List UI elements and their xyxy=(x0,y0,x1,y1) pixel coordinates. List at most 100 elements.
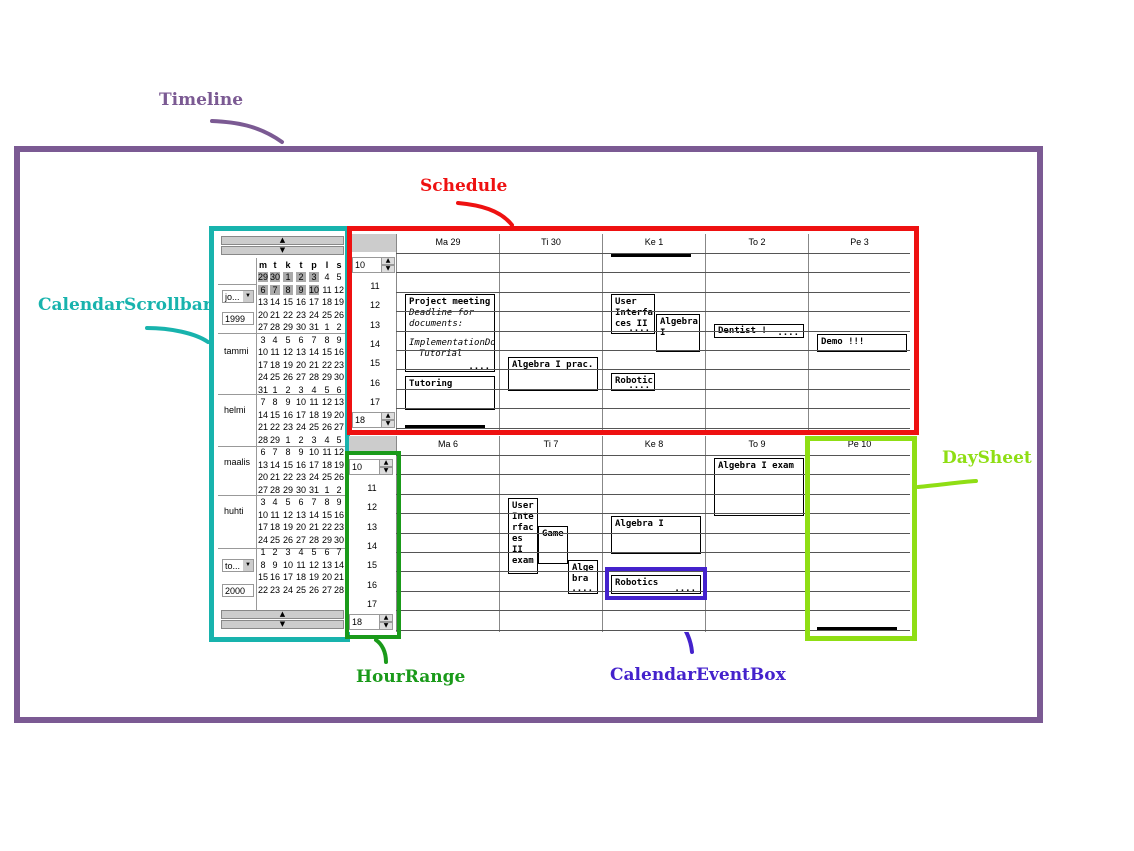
year-field-2[interactable]: 2000 xyxy=(222,584,254,597)
calendar-day[interactable]: 28 xyxy=(270,484,281,495)
calendar-day[interactable]: 11 xyxy=(322,284,332,295)
event-box-alge[interactable]: Alge bra I .... xyxy=(568,560,598,594)
calendar-day[interactable]: 8 xyxy=(283,284,293,295)
calendar-day[interactable]: 10 xyxy=(309,447,320,457)
calendar-day[interactable]: 11 xyxy=(309,397,319,407)
calendar-day[interactable]: 1 xyxy=(285,434,291,445)
calendar-day[interactable]: 12 xyxy=(334,284,345,295)
calendar-day[interactable]: 26 xyxy=(309,584,320,595)
calendar-day[interactable]: 9 xyxy=(296,284,306,295)
calendar-day[interactable]: 6 xyxy=(324,547,330,557)
calendar-day[interactable]: 29 xyxy=(283,322,294,332)
calendar-day[interactable]: 23 xyxy=(296,309,307,320)
day-header-ke8[interactable]: Ke 8 xyxy=(644,439,664,449)
scroll-up-button-bottom[interactable]: ▲ xyxy=(221,610,344,619)
calendar-day[interactable]: 12 xyxy=(283,509,294,520)
calendar-day[interactable]: 30 xyxy=(296,484,307,495)
calendar-day[interactable]: 2 xyxy=(336,322,342,332)
calendar-day[interactable]: 30 xyxy=(270,272,281,282)
calendar-day[interactable]: 24 xyxy=(258,372,269,382)
calendar-day[interactable]: 22 xyxy=(270,422,281,432)
day-header-ke1[interactable]: Ke 1 xyxy=(644,237,664,247)
calendar-day[interactable]: 1 xyxy=(283,272,293,282)
calendar-day[interactable]: 20 xyxy=(258,309,269,320)
calendar-day[interactable]: 18 xyxy=(296,572,307,582)
calendar-day[interactable]: 23 xyxy=(283,422,294,432)
calendar-day[interactable]: 13 xyxy=(296,347,307,357)
calendar-day[interactable]: 4 xyxy=(324,272,330,282)
calendar-day[interactable]: 29 xyxy=(322,372,333,382)
calendar-day[interactable]: 24 xyxy=(283,584,294,595)
calendar-day[interactable]: 5 xyxy=(311,547,317,557)
calendar-day[interactable]: 4 xyxy=(311,384,317,395)
calendar-day[interactable]: 30 xyxy=(334,372,345,382)
calendar-day[interactable]: 28 xyxy=(258,434,269,445)
calendar-day[interactable]: 25 xyxy=(270,534,281,545)
calendar-day[interactable]: 12 xyxy=(309,559,320,570)
calendar-day[interactable]: 9 xyxy=(298,447,304,457)
calendar-day[interactable]: 17 xyxy=(283,572,294,582)
calendar-day[interactable]: 11 xyxy=(270,347,280,357)
calendar-day[interactable]: 1 xyxy=(324,484,330,495)
calendar-day[interactable]: 7 xyxy=(336,547,342,557)
calendar-day[interactable]: 4 xyxy=(272,334,278,345)
day-header-pe3[interactable]: Pe 3 xyxy=(850,237,869,247)
calendar-day[interactable]: 15 xyxy=(322,509,333,520)
calendar-day[interactable]: 23 xyxy=(334,522,345,532)
event-box-tutoring[interactable]: Tutoring xyxy=(405,376,495,410)
event-box-project-meeting[interactable]: Project meeting Deadline for documents: … xyxy=(405,294,495,372)
calendar-day[interactable]: 15 xyxy=(283,459,294,470)
calendar-day[interactable]: 19 xyxy=(309,572,320,582)
calendar-day[interactable]: 29 xyxy=(258,272,269,282)
calendar-day[interactable]: 12 xyxy=(322,397,333,407)
calendar-day[interactable]: 21 xyxy=(258,422,269,432)
calendar-day[interactable]: 22 xyxy=(283,472,294,482)
day-header-ma6[interactable]: Ma 6 xyxy=(437,439,458,449)
calendar-day[interactable]: 7 xyxy=(270,284,280,295)
scroll-down-button[interactable]: ▼ xyxy=(221,246,344,255)
spin-down-button[interactable]: ▼ xyxy=(381,420,395,428)
calendar-day[interactable]: 20 xyxy=(258,472,269,482)
calendar-day[interactable]: 4 xyxy=(298,547,304,557)
calendar-day[interactable]: 20 xyxy=(334,409,345,420)
calendar-day[interactable]: 29 xyxy=(270,434,281,445)
calendar-day[interactable]: 9 xyxy=(336,497,342,507)
event-box-robotics[interactable]: Robotics .... xyxy=(611,575,701,594)
day-header-ma29[interactable]: Ma 29 xyxy=(435,237,461,247)
event-box-game[interactable]: Game xyxy=(538,526,568,564)
calendar-day[interactable]: 10 xyxy=(258,509,269,520)
event-box-algebra-ke1[interactable]: Algebra I xyxy=(656,314,700,352)
calendar-day[interactable]: 2 xyxy=(336,484,342,495)
calendar-day[interactable]: 13 xyxy=(258,459,269,470)
event-box-algebra-prac[interactable]: Algebra I prac. xyxy=(508,357,598,391)
calendar-day[interactable]: 14 xyxy=(270,297,281,307)
event-box-robotic[interactable]: Robotic .... xyxy=(611,373,655,391)
calendar-day[interactable]: 18 xyxy=(270,359,281,370)
calendar-day[interactable]: 5 xyxy=(324,384,330,395)
calendar-day[interactable]: 3 xyxy=(260,334,266,345)
calendar-day[interactable]: 22 xyxy=(322,359,333,370)
calendar-scrollbar[interactable]: ▲ ▼ m t k t p l s jo... ▼ 1999 tammi hel… xyxy=(218,234,346,634)
scroll-up-button[interactable]: ▲ xyxy=(221,236,344,245)
calendar-day[interactable]: 1 xyxy=(272,384,278,395)
calendar-day[interactable]: 15 xyxy=(283,297,294,307)
calendar-day[interactable]: 21 xyxy=(270,309,281,320)
day-header-ti7[interactable]: Ti 7 xyxy=(543,439,559,449)
calendar-day[interactable]: 1 xyxy=(324,322,330,332)
calendar-day[interactable]: 20 xyxy=(296,522,307,532)
year-field-1[interactable]: 1999 xyxy=(222,312,254,325)
spin-up-button[interactable]: ▲ xyxy=(381,257,395,265)
calendar-day[interactable]: 11 xyxy=(270,509,280,520)
calendar-day[interactable]: 13 xyxy=(334,397,345,407)
calendar-day[interactable]: 27 xyxy=(258,484,269,495)
calendar-day[interactable]: 21 xyxy=(309,522,320,532)
calendar-day[interactable]: 22 xyxy=(322,522,333,532)
calendar-day[interactable]: 3 xyxy=(298,384,304,395)
calendar-day[interactable]: 8 xyxy=(260,559,266,570)
calendar-day[interactable]: 4 xyxy=(324,434,330,445)
calendar-day[interactable]: 13 xyxy=(296,509,307,520)
calendar-day[interactable]: 18 xyxy=(322,459,333,470)
event-box-demo[interactable]: Demo !!! xyxy=(817,334,907,352)
calendar-day[interactable]: 5 xyxy=(285,497,291,507)
